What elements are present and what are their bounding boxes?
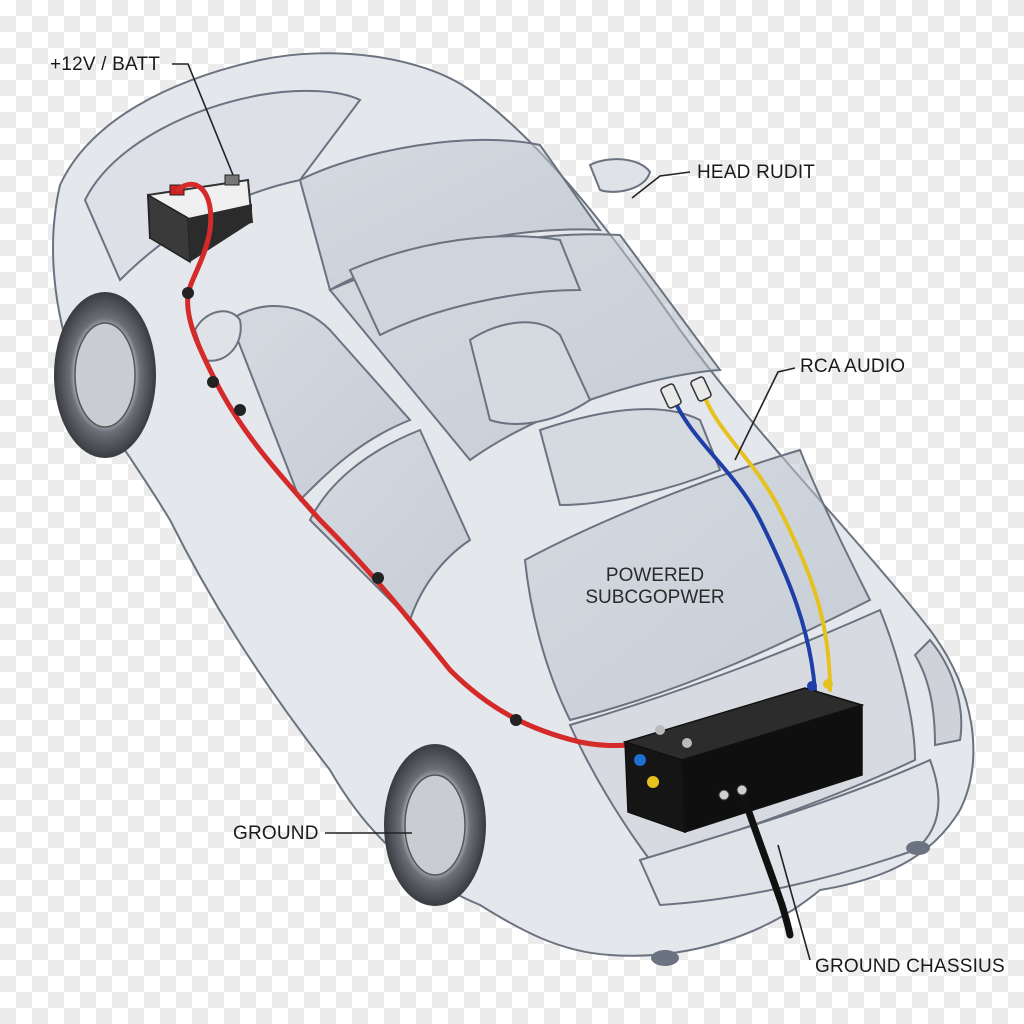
label-ground-chassis: GROUND CHASSIUS (815, 956, 1005, 977)
label-ground: GROUND (233, 823, 319, 844)
label-subwoofer: POWERED SUBCGOPWER (570, 565, 740, 609)
rca-yellow-cable (700, 388, 832, 692)
interior-dash (348, 235, 582, 337)
rca-connector-icon (660, 376, 712, 409)
label-battery: +12V / BATT (50, 54, 161, 75)
subwoofer-icon (622, 679, 865, 834)
label-rca-audio: RCA AUDIO (800, 356, 906, 377)
tail-light (913, 638, 963, 747)
power-cable (175, 181, 633, 749)
front-door-window (228, 305, 412, 502)
rear-door-window (308, 428, 472, 622)
ground-cable (738, 788, 794, 939)
exhaust-tips (651, 841, 930, 966)
ground-terminals (718, 784, 748, 801)
label-subwoofer-line2: SUBCGOPWER (585, 586, 725, 608)
seat-rear (538, 408, 722, 507)
front-left-wheel (54, 292, 156, 458)
cable-ties (182, 287, 522, 726)
seat-front (468, 321, 592, 425)
rca-blue-cable (670, 393, 817, 692)
label-head-unit: HEAD RUDIT (697, 162, 816, 183)
side-mirror-left (193, 310, 242, 362)
leader-lines (172, 63, 811, 961)
label-subwoofer-line1: POWERED (605, 565, 705, 586)
rear-bumper (638, 758, 940, 907)
side-mirror-right (588, 158, 652, 193)
rear-left-wheel (384, 744, 486, 906)
